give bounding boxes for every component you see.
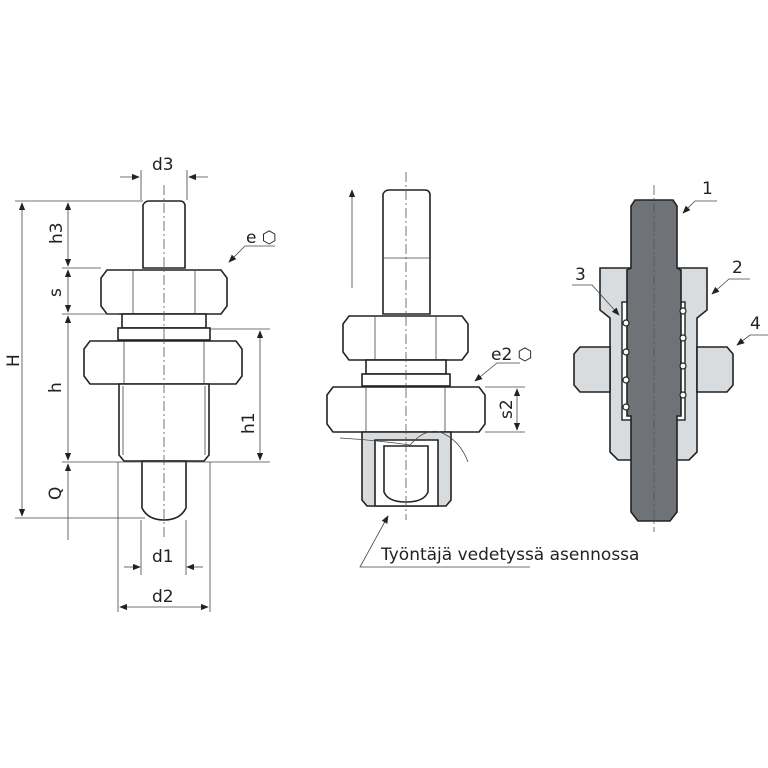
middle-view-retracted (326, 172, 530, 568)
upper-hex-nut (342, 315, 469, 361)
dim-d3-label: d3 (152, 155, 174, 175)
spring-part-3 (622, 307, 687, 411)
top-pin (382, 189, 431, 315)
dim-s-label: s (46, 288, 66, 297)
nut-part-4-right (696, 346, 734, 393)
dim-e2-label: e2 ⬡ (491, 345, 533, 365)
part-2-label: 2 (732, 258, 743, 278)
dim-h1-label: h1 (239, 412, 259, 434)
part-3-label: 3 (575, 265, 586, 285)
part-1-label: 1 (702, 179, 713, 199)
dim-e-label: e ⬡ (246, 228, 277, 248)
left-dimensions (15, 170, 275, 612)
dim-s2-label: s2 (497, 399, 517, 419)
lower-hex-nut (83, 340, 243, 385)
bottom-pin (141, 460, 187, 521)
dim-h-label: h (46, 382, 66, 393)
dim-Q-label: Q (46, 487, 66, 500)
upper-hex-nut (100, 269, 228, 315)
dim-d2-label: d2 (152, 587, 174, 607)
dim-h3-label: h3 (47, 222, 67, 244)
dim-d1-label: d1 (152, 547, 174, 567)
part-4-label: 4 (750, 314, 761, 334)
section-view (572, 185, 768, 532)
retracted-position-caption: Työntäjä vedetyssä asennossa (380, 545, 639, 565)
left-view-plunger (83, 185, 243, 540)
dim-H-label: H (4, 354, 24, 367)
nut-part-4-left (573, 346, 611, 393)
